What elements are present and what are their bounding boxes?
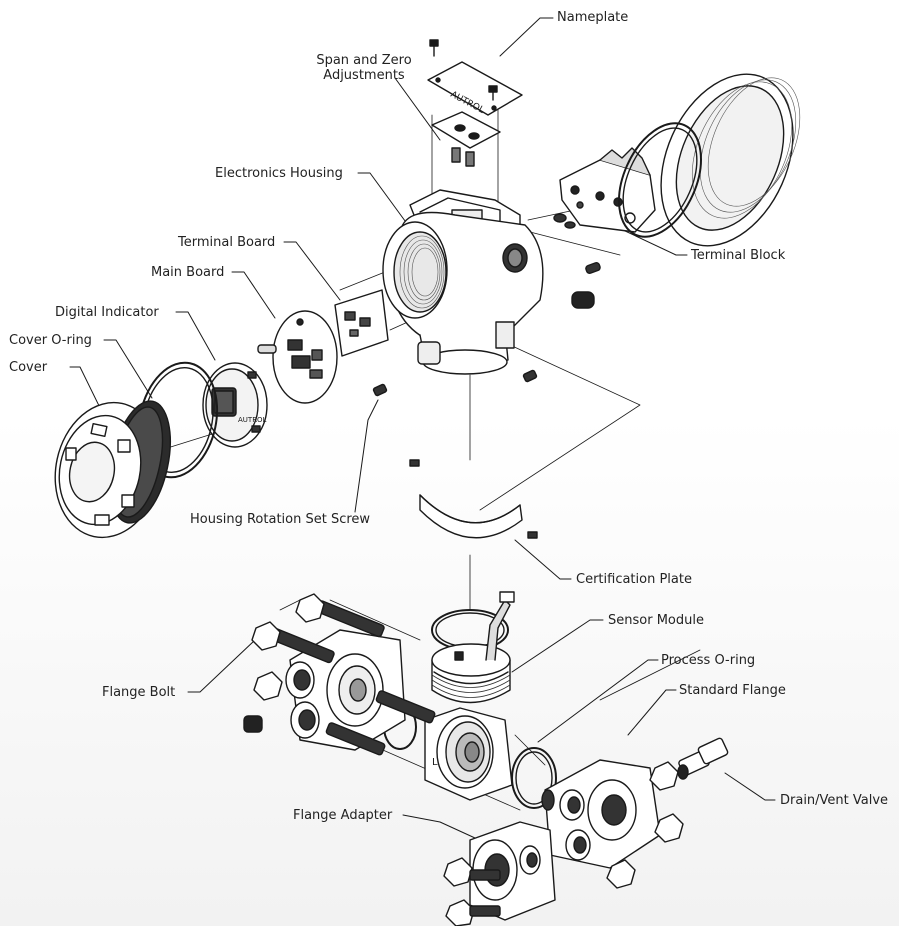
housing-screws <box>372 213 601 539</box>
label-cover-oring: Cover O-ring <box>9 333 92 348</box>
terminal-block-part <box>559 147 656 233</box>
label-standard-flange: Standard Flange <box>679 683 786 698</box>
terminal-board-part <box>334 289 389 357</box>
leader-lines <box>69 17 776 839</box>
left-flange-part <box>285 629 406 751</box>
label-span-zero-adjustments: Span and Zero Adjustments <box>316 53 412 83</box>
label-digital-indicator: Digital Indicator <box>55 305 159 320</box>
standard-flange-part <box>544 759 684 889</box>
label-drain-vent-valve: Drain/Vent Valve <box>780 793 889 808</box>
digital-indicator-part: AUTROL <box>202 362 268 448</box>
label-electronics-housing: Electronics Housing <box>215 166 343 181</box>
electronics-housing-part <box>382 189 544 375</box>
svg-text:L: L <box>432 757 438 768</box>
label-flange-bolt: Flange Bolt <box>102 685 176 700</box>
label-main-board: Main Board <box>151 265 225 280</box>
label-nameplate: Nameplate <box>557 10 629 25</box>
drain-vent-valve-part <box>677 737 729 780</box>
cover-part <box>54 400 171 539</box>
label-housing-rotation-set-screw: Housing Rotation Set Screw <box>190 512 371 527</box>
label-terminal-block: Terminal Block <box>691 248 786 263</box>
label-certification-plate: Certification Plate <box>576 572 692 587</box>
rear-cover-part <box>618 73 801 247</box>
indicator-logo: AUTROL <box>238 416 267 424</box>
label-process-oring: Process O-ring <box>661 653 756 668</box>
label-flange-adapter: Flange Adapter <box>293 808 393 823</box>
label-terminal-board: Terminal Board <box>178 235 276 250</box>
nameplate-part: AUTROL <box>427 39 523 116</box>
span-zero-plate <box>431 111 501 167</box>
certification-plate-part <box>419 494 523 539</box>
main-board-part <box>257 310 338 404</box>
flange-adapter-part <box>443 789 556 926</box>
sensor-module-part: L <box>424 591 515 801</box>
flange-bolts <box>243 593 436 756</box>
label-cover: Cover <box>9 360 48 375</box>
label-sensor-module: Sensor Module <box>608 613 704 628</box>
